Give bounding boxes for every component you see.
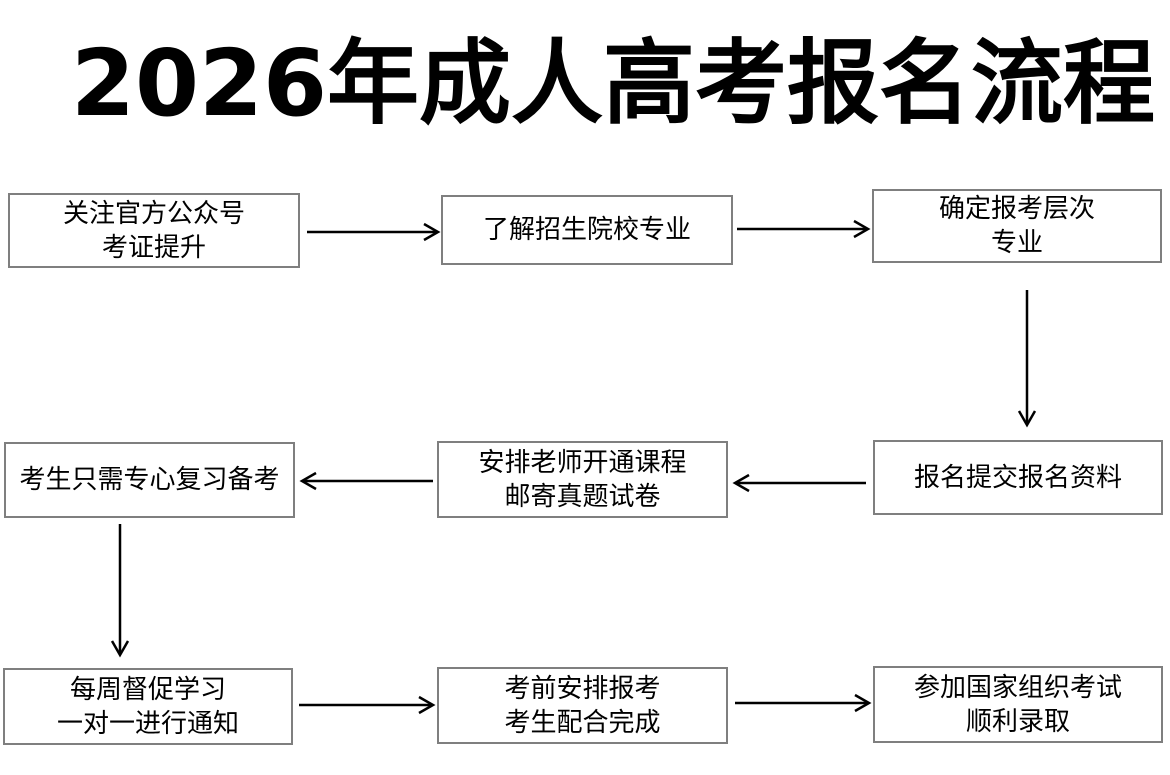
arrow-step3-to-step4 <box>1017 290 1037 428</box>
node-follow-official-account: 关注官方公众号 考证提升 <box>8 193 300 268</box>
node-text-line: 考前安排报考 <box>504 673 661 704</box>
node-text-line: 一对一进行通知 <box>56 708 239 739</box>
node-weekly-supervision: 每周督促学习 一对一进行通知 <box>3 668 293 745</box>
node-text-line: 考生配合完成 <box>504 707 661 738</box>
node-text-line: 关注官方公众号 <box>62 198 245 229</box>
arrow-step1-to-step2 <box>307 222 441 242</box>
arrow-step4-to-step5 <box>732 473 866 493</box>
node-pre-exam-arrangement: 考前安排报考 考生配合完成 <box>437 667 728 744</box>
arrow-step5-to-step6 <box>299 471 433 491</box>
node-text-line: 考生只需专心复习备考 <box>19 465 280 495</box>
node-focus-review: 考生只需专心复习备考 <box>4 442 295 518</box>
page-title: 2026年成人高考报名流程 <box>70 30 1156 137</box>
arrow-step6-to-step7 <box>110 524 130 658</box>
node-courses-and-papers: 安排老师开通课程 邮寄真题试卷 <box>437 441 728 518</box>
node-text-line: 了解招生院校专业 <box>482 215 691 245</box>
node-text-line: 考证提升 <box>101 232 206 263</box>
arrow-step2-to-step3 <box>737 219 871 239</box>
node-text-line: 邮寄真题试卷 <box>504 481 661 512</box>
node-text-line: 顺利录取 <box>965 706 1070 737</box>
node-text-line: 确定报考层次 <box>938 194 1095 224</box>
node-national-exam-admission: 参加国家组织考试 顺利录取 <box>873 666 1163 743</box>
node-learn-programs: 了解招生院校专业 <box>441 195 733 265</box>
arrow-step8-to-step9 <box>735 693 872 713</box>
node-text-line: 安排老师开通课程 <box>478 447 687 478</box>
node-text-line: 每周督促学习 <box>69 674 226 705</box>
node-text-line: 报名提交报名资料 <box>913 462 1122 493</box>
arrow-step7-to-step8 <box>299 695 436 715</box>
node-text-line: 参加国家组织考试 <box>913 672 1122 703</box>
node-text-line: 专业 <box>990 228 1043 258</box>
node-submit-materials: 报名提交报名资料 <box>873 440 1163 515</box>
node-choose-level-major: 确定报考层次 专业 <box>872 189 1162 263</box>
